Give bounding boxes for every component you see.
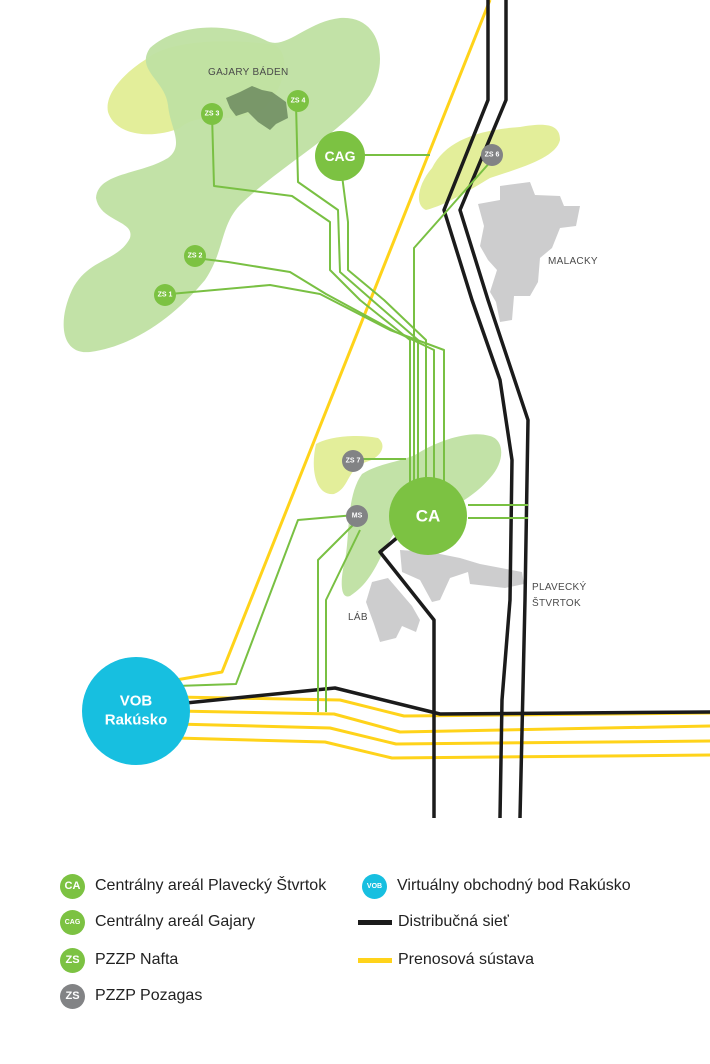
legend-item-vob: VOB Virtuálny obchodný bod Rakúsko xyxy=(362,872,631,900)
legend-item-ca: CA Centrálny areál Plavecký Štvrtok xyxy=(60,872,326,900)
svg-text:CA: CA xyxy=(416,507,441,526)
legend-label-vob: Virtuálny obchodný bod Rakúsko xyxy=(397,877,631,894)
town-gajary xyxy=(226,86,288,130)
station-zs3[interactable]: ZS 3 xyxy=(201,103,223,125)
station-zs7[interactable]: ZS 7 xyxy=(342,450,364,472)
transmission-line-icon xyxy=(358,957,392,963)
place-label-malacky: MALACKY xyxy=(548,256,598,267)
legend-label-zs-pozagas: PZZP Pozagas xyxy=(95,987,203,1004)
transmission-lines xyxy=(175,0,710,760)
legend: CA Centrálny areál Plavecký Štvrtok CAG … xyxy=(0,860,710,1060)
station-zs2[interactable]: ZS 2 xyxy=(184,245,206,267)
svg-text:ZS 7: ZS 7 xyxy=(346,458,361,465)
legend-label-ca: Centrálny areál Plavecký Štvrtok xyxy=(95,877,327,894)
svg-text:ZS 6: ZS 6 xyxy=(485,152,500,159)
cag-badge-icon: CAG xyxy=(60,909,85,935)
svg-text:ZS 2: ZS 2 xyxy=(188,253,203,260)
svg-text:VOB: VOB xyxy=(120,693,153,710)
gas-network-map: GAJARY BÁDEN MALACKY PLAVECKÝ ŠTVRTOK LÁ… xyxy=(63,0,710,819)
legend-label-transmission: Prenosová sústava xyxy=(398,951,535,968)
legend-item-transmission: Prenosová sústava xyxy=(358,946,534,974)
legend-label-distribution: Distribučná sieť xyxy=(398,913,509,930)
svg-text:MS: MS xyxy=(352,513,363,520)
place-label-plavecky-2: ŠTVRTOK xyxy=(532,596,581,609)
legend-item-zs-pozagas: ZS PZZP Pozagas xyxy=(60,982,202,1010)
place-label-gajary: GAJARY BÁDEN xyxy=(208,65,288,78)
distribution-lines xyxy=(175,0,710,819)
gathering-pipelines xyxy=(169,103,528,712)
legend-label-zs-nafta: PZZP Nafta xyxy=(95,951,179,968)
svg-text:CAG: CAG xyxy=(324,148,355,164)
place-label-plavecky-1: PLAVECKÝ xyxy=(532,580,586,593)
svg-text:ZS 3: ZS 3 xyxy=(205,111,220,118)
distribution-line-icon xyxy=(358,919,392,925)
zs-green-badge-icon: ZS xyxy=(60,947,85,973)
central-area-gajary-node[interactable]: CAG xyxy=(315,131,365,181)
central-area-plavecky-node[interactable]: CA xyxy=(389,477,467,555)
legend-item-distribution: Distribučná sieť xyxy=(358,908,509,936)
station-zs6[interactable]: ZS 6 xyxy=(481,144,503,166)
legend-item-zs-nafta: ZS PZZP Nafta xyxy=(60,946,178,974)
legend-label-cag: Centrálny areál Gajary xyxy=(95,913,256,930)
station-zs4[interactable]: ZS 4 xyxy=(287,90,309,112)
svg-text:ZS 1: ZS 1 xyxy=(158,292,173,299)
ca-badge-icon: CA xyxy=(60,873,85,899)
town-plavecky-stvrtok xyxy=(400,550,524,602)
station-zs1[interactable]: ZS 1 xyxy=(154,284,176,306)
vob-badge-icon: VOB xyxy=(362,873,387,899)
svg-text:ZS 4: ZS 4 xyxy=(291,98,306,105)
svg-text:Rakúsko: Rakúsko xyxy=(105,712,168,729)
town-malacky xyxy=(478,182,580,322)
town-lab xyxy=(366,578,420,642)
zs-grey-badge-icon: ZS xyxy=(60,983,85,1009)
virtual-trading-point-node[interactable]: VOB Rakúsko xyxy=(82,657,190,765)
place-label-lab: LÁB xyxy=(348,610,368,623)
legend-item-cag: CAG Centrálny areál Gajary xyxy=(60,908,255,936)
station-ms[interactable]: MS xyxy=(346,505,368,527)
